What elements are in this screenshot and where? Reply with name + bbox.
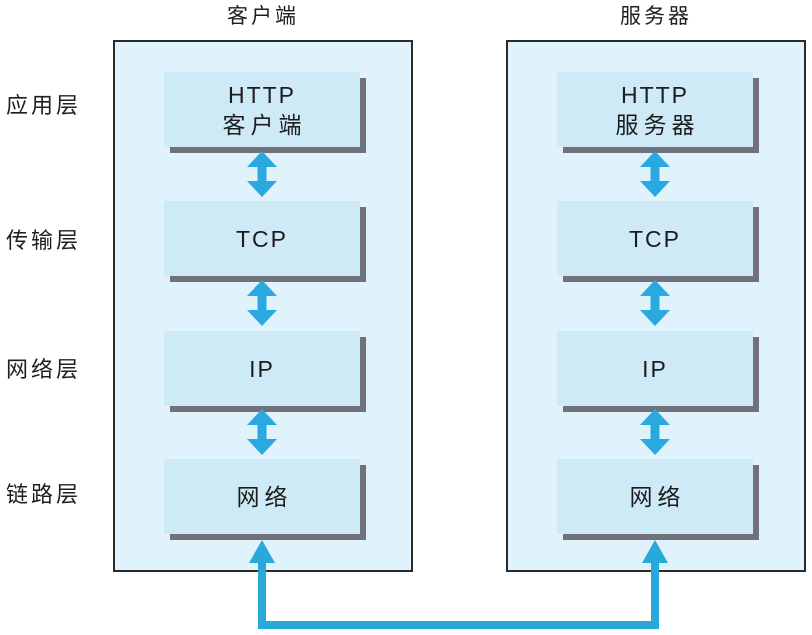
- server-http-line2: 服务器: [615, 111, 700, 138]
- server-network-box: 网络: [557, 459, 753, 534]
- client-http-line1: HTTP: [227, 81, 297, 108]
- client-tcp-label: TCP: [236, 225, 288, 252]
- double-arrow-icon: [246, 280, 278, 326]
- layer-label-application: 应用层: [6, 93, 82, 118]
- server-ip-box: IP: [557, 331, 753, 406]
- server-http-line1: HTTP: [620, 81, 690, 108]
- server-ip-label: IP: [642, 355, 668, 382]
- client-ip-label: IP: [249, 355, 275, 382]
- server-tcp-box: TCP: [557, 201, 753, 276]
- double-arrow-icon: [639, 280, 671, 326]
- server-tcp-label: TCP: [629, 225, 681, 252]
- layer-label-link: 链路层: [6, 482, 82, 507]
- client-ip-box: IP: [164, 331, 360, 406]
- client-http-line2: 客户端: [222, 111, 307, 138]
- client-title: 客户端: [227, 5, 299, 28]
- double-arrow-icon: [246, 409, 278, 455]
- client-tcp-box: TCP: [164, 201, 360, 276]
- server-network-label: 网络: [629, 483, 686, 510]
- server-title: 服务器: [620, 5, 692, 28]
- double-arrow-icon: [246, 151, 278, 197]
- client-network-box: 网络: [164, 459, 360, 534]
- server-http-box: HTTP 服务器: [557, 72, 753, 147]
- double-arrow-icon: [639, 151, 671, 197]
- client-network-label: 网络: [236, 483, 293, 510]
- layer-label-transport: 传输层: [6, 228, 82, 253]
- double-arrow-icon: [639, 409, 671, 455]
- client-http-box: HTTP 客户端: [164, 72, 360, 147]
- layer-label-network: 网络层: [6, 357, 82, 382]
